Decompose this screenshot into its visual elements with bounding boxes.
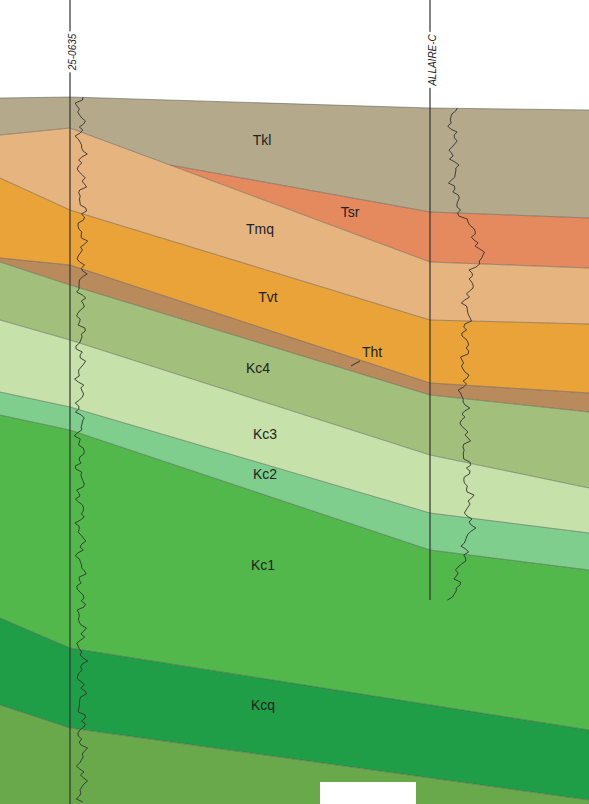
layer-boundaries xyxy=(0,97,589,800)
well-logs xyxy=(74,97,484,802)
layer-label: Kcq xyxy=(249,697,277,713)
log-curve xyxy=(447,108,484,600)
formation-name: Tht xyxy=(360,344,384,360)
layer-label: Kc2 xyxy=(251,466,279,482)
formation-name: Kcq xyxy=(249,697,277,713)
blank-notch xyxy=(320,782,416,804)
formation-name: Kc4 xyxy=(244,360,272,376)
layer-label: Kc1 xyxy=(249,557,277,573)
well-line xyxy=(69,0,70,804)
layer-label: Tvt xyxy=(256,289,279,305)
log-curve xyxy=(74,97,88,802)
layer-label: Kc4 xyxy=(244,360,272,376)
layer-label: Tht xyxy=(360,344,384,360)
leader-line xyxy=(351,361,360,366)
formation-name: Kc2 xyxy=(251,466,279,482)
layer-label: Tkl xyxy=(251,132,274,148)
well-line xyxy=(429,0,430,600)
formation-name: Tmq xyxy=(244,221,276,237)
well-name: ALLAIRE-C xyxy=(427,32,438,88)
layer-label: Kc3 xyxy=(251,426,279,442)
layer-band xyxy=(0,705,589,804)
formation-name: Kc1 xyxy=(249,557,277,573)
well-name: 25-0635 xyxy=(67,32,78,73)
formation-name: Kc3 xyxy=(251,426,279,442)
layer-label: Tmq xyxy=(244,221,276,237)
layer-label: Tsr xyxy=(339,204,362,220)
formation-name: Tkl xyxy=(251,132,274,148)
formation-name: Tsr xyxy=(339,204,362,220)
formation-name: Tvt xyxy=(256,289,279,305)
